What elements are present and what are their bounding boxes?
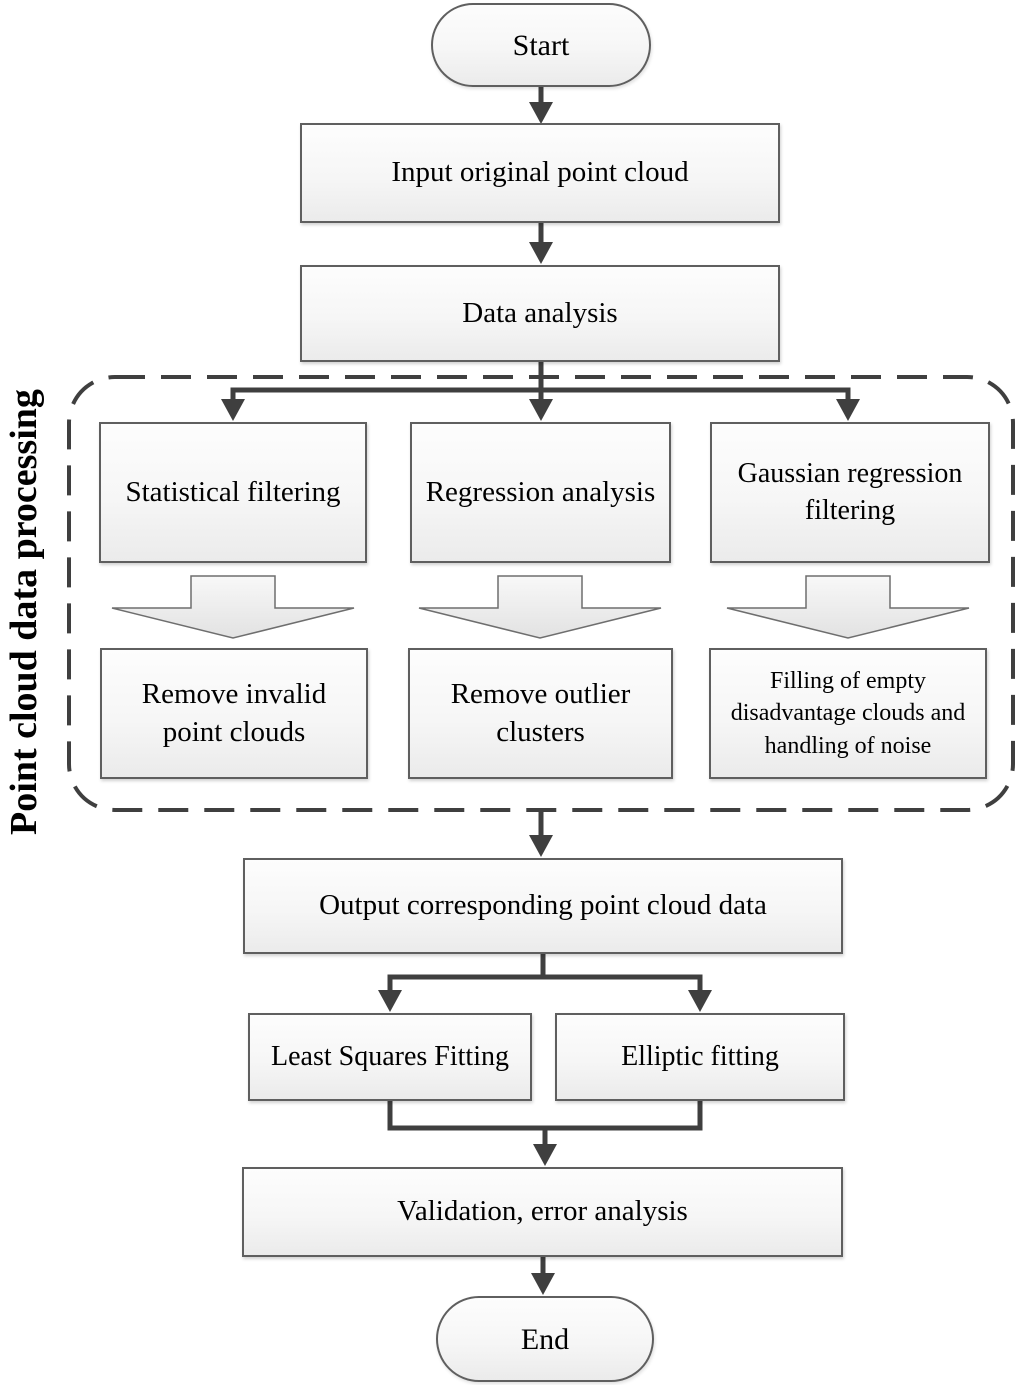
edge-fitting-merge (387, 1101, 703, 1146)
node-input-label: Input original point cloud (391, 156, 689, 189)
node-filling-noise: Filling of empty disadvantage clouds and… (709, 648, 987, 779)
node-remove-outlier-label: Remove outlier clusters (450, 677, 631, 748)
node-remove-invalid-point-clouds: Remove invalid point clouds (100, 648, 368, 779)
node-remove-invalid-label: Remove invalid point clouds (141, 677, 327, 748)
arrowhead (529, 835, 553, 857)
node-remove-outlier-clusters: Remove outlier clusters (408, 648, 673, 779)
node-regression-analysis-label: Regression analysis (425, 475, 656, 508)
node-input-original-point-cloud: Input original point cloud (300, 123, 780, 223)
edge-output-split (387, 954, 703, 992)
node-elliptic-fitting-label: Elliptic fitting (621, 1040, 779, 1072)
node-least-squares-fitting: Least Squares Fitting (248, 1013, 532, 1101)
node-start-label: Start (512, 28, 570, 62)
node-end-label: End (520, 1322, 570, 1356)
processing-group-label: Point cloud data processing (3, 389, 45, 835)
node-validation-error-analysis: Validation, error analysis (242, 1167, 843, 1257)
node-statistical-filtering-label: Statistical filtering (125, 475, 341, 508)
node-start: Start (431, 3, 651, 87)
arrowhead (531, 1273, 555, 1295)
arrowhead (533, 1144, 557, 1166)
arrowhead (836, 399, 860, 421)
node-gaussian-regression-filtering: Gaussian regression filtering (710, 422, 990, 563)
node-filling-noise-label: Filling of empty disadvantage clouds and… (730, 667, 966, 759)
node-regression-analysis: Regression analysis (410, 422, 671, 563)
arrowhead (378, 990, 402, 1012)
node-statistical-filtering: Statistical filtering (99, 422, 367, 563)
arrowhead (221, 399, 245, 421)
node-validation-label: Validation, error analysis (397, 1195, 688, 1228)
block-arrow-gaussian (726, 575, 970, 639)
node-output-point-cloud-data: Output corresponding point cloud data (243, 858, 843, 954)
block-arrow-statistical (111, 575, 355, 639)
node-data-analysis: Data analysis (300, 265, 780, 362)
node-end: End (436, 1296, 654, 1382)
node-elliptic-fitting: Elliptic fitting (555, 1013, 845, 1101)
arrowhead (529, 399, 553, 421)
node-output-label: Output corresponding point cloud data (319, 889, 767, 922)
arrowhead (688, 990, 712, 1012)
node-least-squares-label: Least Squares Fitting (271, 1040, 509, 1072)
node-data-analysis-label: Data analysis (462, 296, 618, 329)
node-gaussian-regression-label: Gaussian regression filtering (737, 458, 963, 526)
arrowhead (529, 102, 553, 124)
arrowhead (529, 242, 553, 264)
block-arrow-regression (418, 575, 662, 639)
edge-data-split (230, 362, 851, 401)
